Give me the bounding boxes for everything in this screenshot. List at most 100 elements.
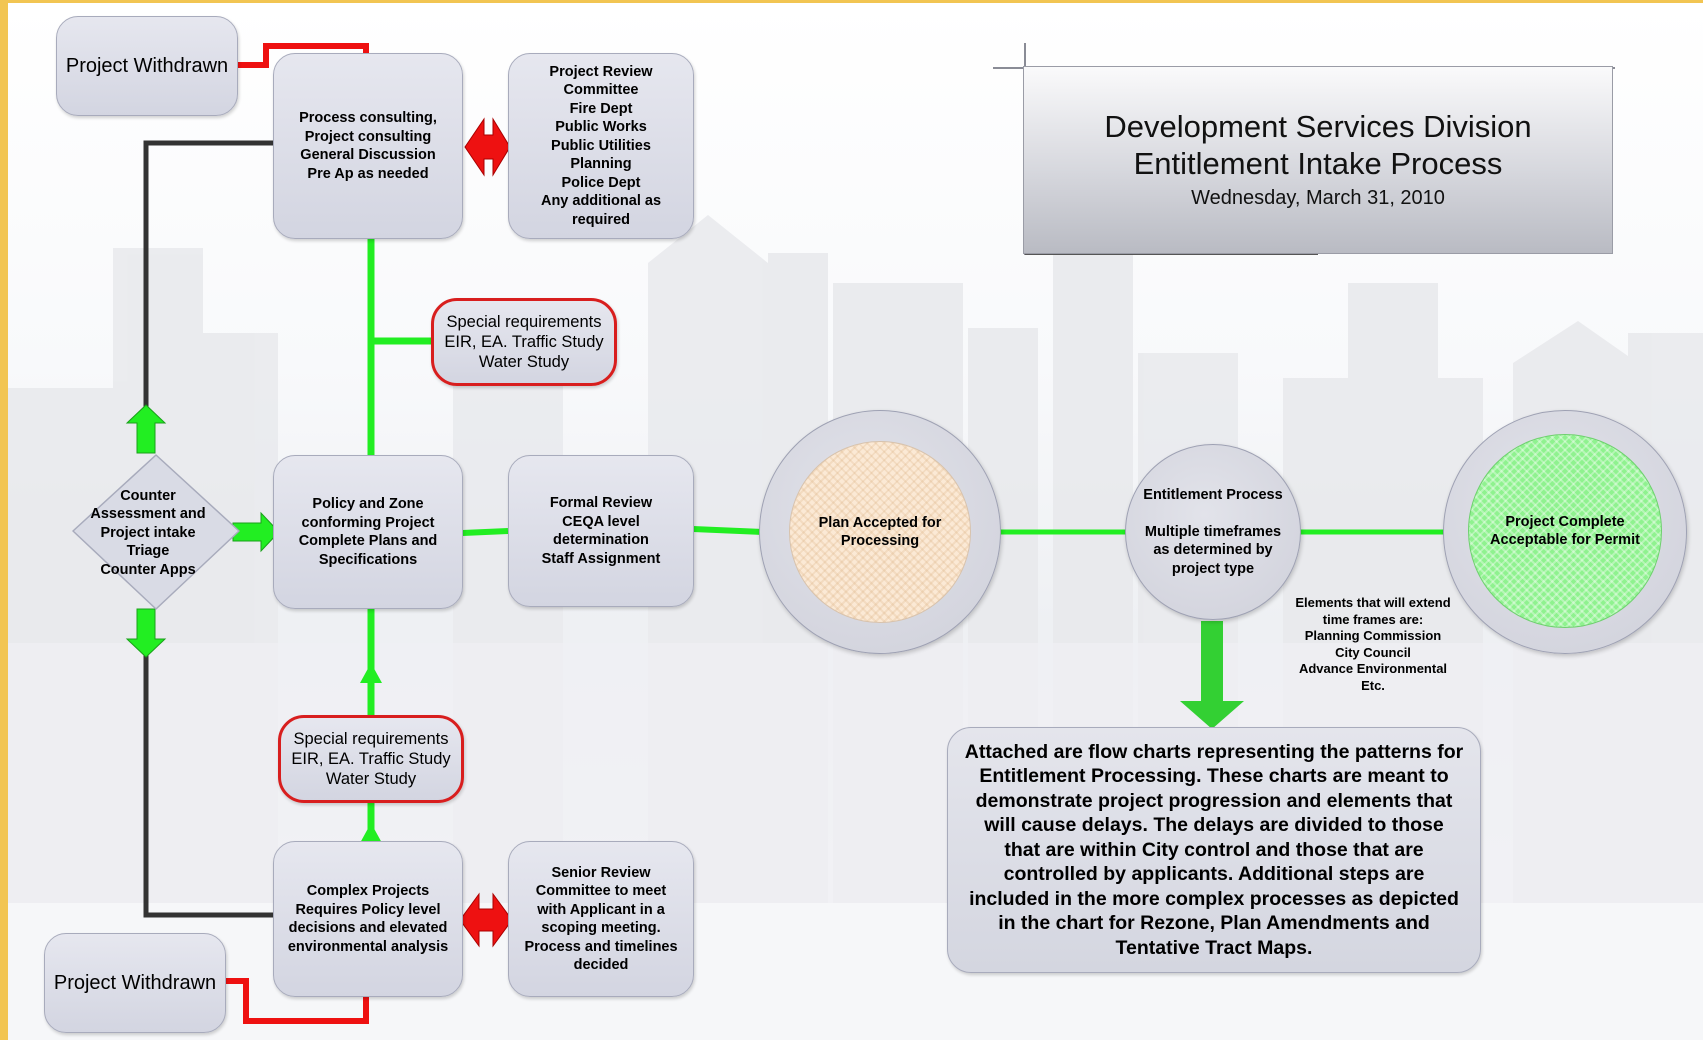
withdraw-connector-bottom [226,978,369,1024]
counter-line: Counter Apps [100,561,196,578]
formal-review-line: CEQA level [562,513,640,530]
review-committee-line: Public Works [555,119,647,136]
process-consulting-line: Pre Ap as needed [307,165,429,182]
complex-projects-box: Complex Projects Requires Policy level d… [273,841,463,997]
entitlement-process-text: Entitlement Process Multiple timeframes … [1125,444,1301,620]
extend-note-line: City Council [1335,644,1411,660]
extend-note-line: Advance Environmental [1298,661,1448,676]
extend-note-line: Etc. [1361,677,1385,693]
complex-projects-line: decisions and elevated [288,920,448,936]
special-bottom-line: Special requirements [293,730,449,748]
plan-accepted-line: Processing [840,533,920,549]
special-top-line: Water Study [478,353,570,371]
senior-review-line: scoping meeting. [541,920,661,936]
policy-zone-box: Policy and Zone conforming Project Compl… [273,455,463,609]
senior-review-line: Committee to meet [535,883,667,899]
extend-note-line: Elements that will extend [1295,595,1451,610]
entitlement-line [1143,505,1282,523]
counter-line: Assessment and [90,506,206,523]
attached-note-line: included in the more complex processes a… [969,887,1459,910]
entitlement-line: Multiple timeframes [1144,523,1282,540]
withdrawn-bottom-label: Project Withdrawn [53,972,217,994]
policy-zone-line: conforming Project [301,514,435,531]
complex-projects-line: Requires Policy level [295,901,441,918]
title-line2: Entitlement Intake Process [1133,146,1503,181]
entitlement-line: Entitlement Process [1143,487,1283,503]
counter-assessment-diamond: Counter Assessment and Project intake Tr… [63,478,233,588]
senior-review-line: with Applicant in a [537,901,665,918]
formal-review-box: Formal Review CEQA level determination S… [508,455,694,607]
process-consulting-line: Project consulting [304,128,432,145]
title-panel: Development Services Division Entitlemen… [1023,66,1613,254]
return-path-top [143,140,278,418]
counter-line: Triage [126,543,170,560]
review-committee-line: Police Dept [561,174,641,191]
project-withdrawn-top: Project Withdrawn [56,16,238,116]
review-committee-line: Fire Dept [569,100,633,117]
formal-review-line: determination [553,532,649,548]
attached-note-line: will cause delays. The delays are divide… [984,814,1444,837]
attached-note-line: controlled by applicants. Additional ste… [1003,863,1425,886]
counter-line: Project intake [100,524,196,541]
attached-note-line: Tentative Tract Maps. [1115,936,1313,959]
attached-note-line: in the chart for Rezone, Plan Amendments… [998,912,1430,935]
withdrawn-top-label: Project Withdrawn [65,55,229,77]
attached-flow-charts-note: Attached are flow charts representing th… [947,727,1481,973]
complex-projects-line: Complex Projects [306,883,430,899]
up-arrow-icon [360,663,382,683]
attached-note-line: demonstrate project progression and elem… [975,789,1453,812]
extend-timeframes-note: Elements that will extend time frames ar… [1273,595,1473,694]
formal-review-line: Formal Review [549,495,653,511]
review-committee-line: Project Review [549,63,653,80]
title-date: Wednesday, March 31, 2010 [1191,187,1445,209]
entitlement-process-circle [1125,444,1301,620]
plan-accepted-circle: Plan Accepted for Processing [789,441,971,623]
policy-zone-line: Policy and Zone [312,496,424,512]
process-consulting-line: Process consulting, [299,110,437,126]
project-complete-line: Project Complete [1505,513,1625,530]
review-committee-line: Planning [570,156,632,173]
title-line1: Development Services Division [1104,109,1532,144]
down-arrow-icon [1180,621,1244,729]
senior-review-line: Senior Review [551,864,651,881]
project-complete-line: Acceptable for Permit [1490,532,1640,548]
attached-note-line: Attached are flow charts representing th… [964,740,1464,763]
down-arrow-icon [125,608,167,658]
complex-projects-line: environmental analysis [287,938,449,955]
withdraw-connector-top [236,43,369,68]
double-arrow-icon [459,892,513,948]
right-arrow-icon [232,511,280,553]
counter-line: Counter [120,487,176,504]
policy-zone-line: Complete Plans and [298,533,438,549]
project-complete-circle: Project Complete Acceptable for Permit [1468,434,1662,628]
senior-review-line: Process and timelines [524,938,678,955]
review-committee-line: Any additional as [540,193,662,210]
formal-review-line: Staff Assignment [541,550,661,567]
process-consulting-line: General Discussion [300,147,436,163]
diamond-shape [72,454,240,610]
special-requirements-top: Special requirements EIR, EA. Traffic St… [431,298,617,386]
special-requirements-bottom: Special requirements EIR, EA. Traffic St… [278,715,464,803]
up-arrow-icon [125,404,167,454]
special-top-line: Special requirements [446,313,602,331]
review-committee-line: Committee [563,82,639,99]
up-arrow-icon [360,823,382,843]
senior-review-box: Senior Review Committee to meet with App… [508,841,694,997]
attached-note-line: Entitlement Processing. These charts are… [979,765,1449,788]
review-committee-line: required [571,211,630,228]
return-path-bottom [143,643,278,918]
policy-zone-line: Specifications [318,551,418,568]
entitlement-line: as determined by [1153,542,1273,558]
project-review-committee-box: Project Review Committee Fire Dept Publi… [508,53,694,239]
entitlement-line: project type [1171,560,1255,577]
project-withdrawn-bottom: Project Withdrawn [44,933,226,1033]
double-arrow-icon [464,117,511,177]
process-consulting-box: Process consulting, Project consulting G… [273,53,463,239]
attached-note-line: that are within City control and those t… [1004,838,1424,861]
special-bottom-line: EIR, EA. Traffic Study [291,750,451,768]
plan-accepted-line: Plan Accepted for [818,514,942,531]
special-bottom-line: Water Study [325,770,417,788]
senior-review-line: decided [573,957,629,973]
review-committee-line: Public Utilities [551,137,651,154]
diagram-canvas: Development Services Division Entitlemen… [8,3,1703,1040]
